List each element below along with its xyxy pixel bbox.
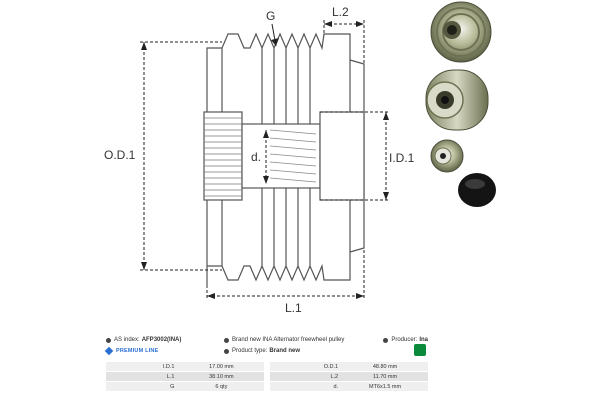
info-icon <box>383 337 389 343</box>
table-row: I.D.1 17.00 mm O.D.1 48.80 mm <box>106 361 428 372</box>
l2-label: L.2 <box>332 5 349 19</box>
thread-hatching <box>269 129 317 183</box>
pulley-drawing <box>203 32 365 288</box>
info-row-1: AS index: AFP3002(INA) Brand new INA Alt… <box>106 334 428 346</box>
as-index: AS index: AFP3002(INA) <box>106 337 224 343</box>
spline-hatching <box>204 117 242 197</box>
premium-label: PREMIUM LINE <box>116 348 159 354</box>
as-index-value: AFP3002(INA) <box>141 337 182 343</box>
producer: Producer: Ina <box>380 337 428 343</box>
product-type-label: Product type: <box>232 348 268 354</box>
product-type-value: Brand new <box>269 348 301 354</box>
spec-label: I.D.1 <box>106 361 179 372</box>
premium-line: PREMIUM LINE <box>104 346 224 356</box>
pulley-photo-small <box>430 139 464 173</box>
od1-label: O.D.1 <box>104 148 136 162</box>
g-leader-line <box>271 23 277 47</box>
info-row-2: PREMIUM LINE Product type: Brand new <box>104 345 428 357</box>
table-row: L.1 38.10 mm L.2 11.70 mm <box>106 371 428 382</box>
spec-label: d. <box>269 381 343 391</box>
spec-value: 48.80 mm <box>342 361 428 372</box>
producer-label: Producer: <box>391 337 418 343</box>
ina-logo-icon <box>414 344 426 356</box>
spec-value: 17.00 mm <box>178 361 265 372</box>
g-label: G <box>266 9 275 23</box>
technical-drawing: G L.2 O.D.1 I.D.1 d. L.1 <box>104 1 496 315</box>
info-icon <box>224 348 229 354</box>
rubber-cap-photo <box>458 173 496 207</box>
product-type: Product type: Brand new <box>224 348 380 354</box>
d-label: d. <box>251 150 261 164</box>
info-icon <box>224 337 229 343</box>
specs-table: I.D.1 17.00 mm O.D.1 48.80 mm L.1 38.10 … <box>106 361 428 391</box>
spec-value: MT6x1.5 mm <box>342 381 428 391</box>
pulley-photo-front <box>430 1 492 63</box>
spec-label: O.D.1 <box>269 361 343 372</box>
producer-value: Ina <box>419 337 428 343</box>
description-text: Brand new INA Alternator freewheel pulle… <box>232 337 345 343</box>
spec-label: L.2 <box>269 371 343 382</box>
description: Brand new INA Alternator freewheel pulle… <box>224 337 380 343</box>
bullet-icon <box>106 337 111 343</box>
spec-value: 6 qty <box>178 381 265 391</box>
pulley-photo-side <box>425 69 489 131</box>
id1-label: I.D.1 <box>389 151 415 165</box>
spec-label: G <box>106 381 179 391</box>
table-row: G 6 qty d. MT6x1.5 mm <box>106 381 428 391</box>
spec-label: L.1 <box>106 371 179 382</box>
as-index-label: AS index: <box>114 337 140 343</box>
diamond-icon <box>104 346 114 356</box>
spec-value: 38.10 mm <box>178 371 265 382</box>
dimension-lines <box>140 20 390 300</box>
spec-value: 11.70 mm <box>342 371 428 382</box>
l1-label: L.1 <box>285 301 302 315</box>
